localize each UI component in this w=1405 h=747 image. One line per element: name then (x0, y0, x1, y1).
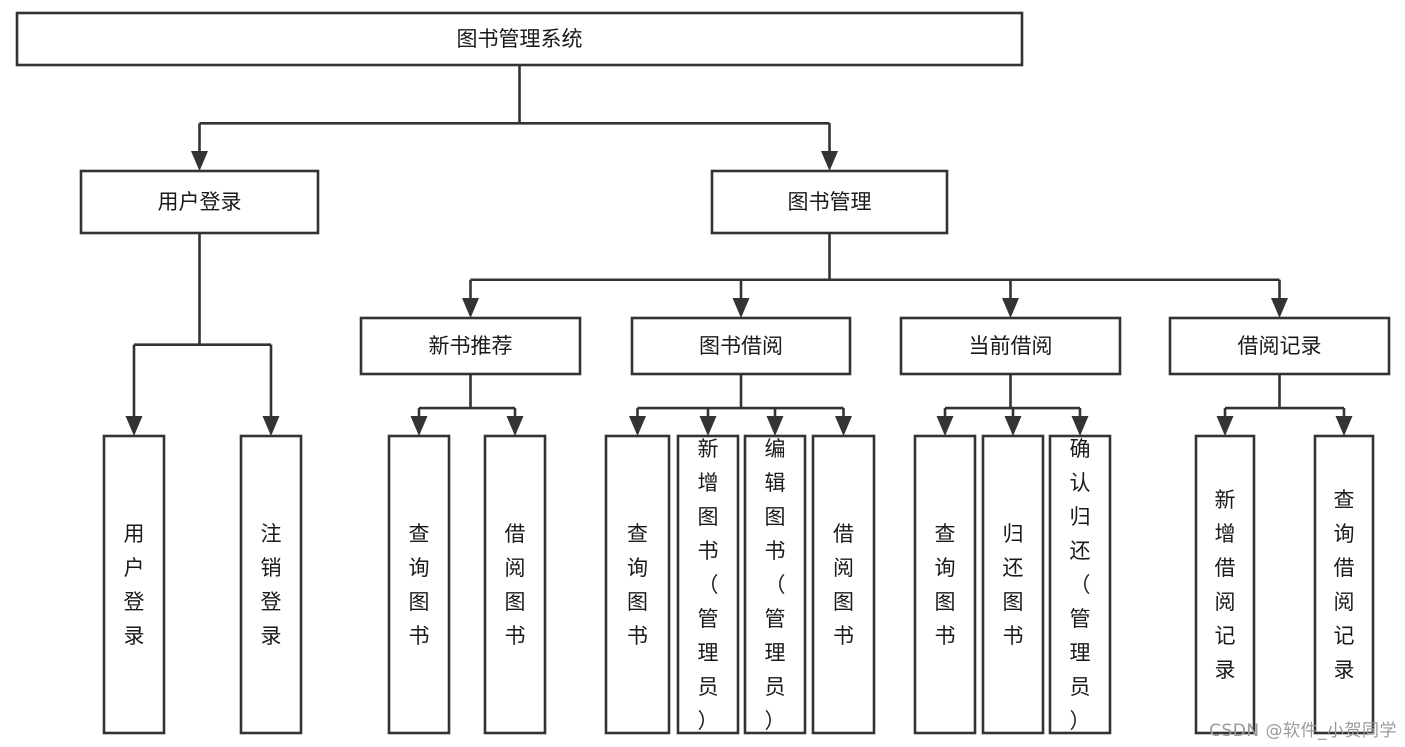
node-leaf-borrow-query-book[interactable]: 查询图书 (604, 434, 671, 735)
node-label-current-borrow: 当前借阅 (969, 334, 1053, 358)
node-book-borrow[interactable]: 图书借阅 (630, 316, 852, 376)
node-label-leaf-borrow-query-book: 查询图书 (627, 522, 648, 648)
node-label-borrow-record: 借阅记录 (1238, 334, 1322, 358)
node-user-login[interactable]: 用户登录 (79, 169, 320, 235)
node-leaf-borrow-edit-book[interactable]: 编辑图书（管理员） (743, 434, 807, 735)
node-label-leaf-borrow-borrow-book: 借阅图书 (833, 522, 854, 648)
node-box-user-login (79, 169, 320, 235)
node-label-leaf-borrow-add-book: 新增图书（管理员） (698, 437, 719, 733)
node-new-book-rec[interactable]: 新书推荐 (359, 316, 582, 376)
node-box-leaf-rec-query-record (1313, 434, 1375, 735)
node-label-leaf-cur-return-book: 归还图书 (1003, 522, 1024, 648)
node-leaf-rec-borrow-book[interactable]: 借阅图书 (483, 434, 547, 735)
node-leaf-borrow-borrow-book[interactable]: 借阅图书 (811, 434, 876, 735)
node-label-leaf-cur-confirm-return: 确认归还（管理员） (1070, 437, 1091, 733)
node-label-leaf-rec-add-record: 新增借阅记录 (1215, 488, 1236, 682)
node-label-root: 图书管理系统 (457, 27, 583, 51)
node-label-book-admin: 图书管理 (788, 190, 872, 214)
node-book-admin[interactable]: 图书管理 (710, 169, 949, 235)
node-box-leaf-borrow-borrow-book (811, 434, 876, 735)
node-box-leaf-borrow-add-book (676, 434, 740, 735)
node-label-leaf-borrow-edit-book: 编辑图书（管理员） (765, 437, 786, 733)
node-box-new-book-rec (359, 316, 582, 376)
node-leaf-rec-query-book[interactable]: 查询图书 (387, 434, 451, 735)
connector-group-book-borrow (629, 374, 852, 436)
node-box-leaf-borrow-edit-book (743, 434, 807, 735)
connector-group-new-book-rec (410, 374, 524, 436)
node-box-leaf-user-logout (239, 434, 303, 735)
node-box-book-borrow (630, 316, 852, 376)
csdn-watermark: CSDN @软件_小贺同学 (1209, 721, 1397, 741)
connector-group-root (191, 65, 838, 171)
node-box-book-admin (710, 169, 949, 235)
node-leaf-borrow-add-book[interactable]: 新增图书（管理员） (676, 434, 740, 735)
node-label-user-login: 用户登录 (158, 190, 242, 214)
node-label-book-borrow: 图书借阅 (699, 334, 783, 358)
connector-group-user-login (125, 233, 280, 436)
connector-layer (125, 65, 1353, 436)
node-box-root (15, 11, 1024, 67)
node-label-leaf-rec-borrow-book: 借阅图书 (505, 522, 526, 648)
node-box-leaf-cur-return-book (981, 434, 1045, 735)
node-box-current-borrow (899, 316, 1122, 376)
node-box-leaf-rec-query-book (387, 434, 451, 735)
node-box-leaf-cur-confirm-return (1048, 434, 1112, 735)
node-leaf-cur-query-book[interactable]: 查询图书 (913, 434, 977, 735)
node-box-borrow-record (1168, 316, 1391, 376)
node-box-leaf-cur-query-book (913, 434, 977, 735)
node-label-new-book-rec: 新书推荐 (429, 334, 513, 358)
node-leaf-user-logout[interactable]: 注销登录 (239, 434, 303, 735)
node-current-borrow[interactable]: 当前借阅 (899, 316, 1122, 376)
connector-group-book-admin (462, 233, 1288, 318)
node-label-leaf-user-logout: 注销登录 (261, 522, 282, 648)
node-label-leaf-rec-query-book: 查询图书 (409, 522, 430, 648)
node-leaf-rec-add-record[interactable]: 新增借阅记录 (1194, 434, 1256, 735)
node-borrow-record[interactable]: 借阅记录 (1168, 316, 1391, 376)
node-label-leaf-user-login: 用户登录 (124, 522, 145, 648)
node-leaf-rec-query-record[interactable]: 查询借阅记录 (1313, 434, 1375, 735)
node-box-leaf-rec-borrow-book (483, 434, 547, 735)
node-box-leaf-rec-add-record (1194, 434, 1256, 735)
node-layer: 图书管理系统用户登录图书管理新书推荐图书借阅当前借阅借阅记录用户登录注销登录查询… (15, 11, 1391, 735)
node-label-leaf-cur-query-book: 查询图书 (935, 522, 956, 648)
node-box-leaf-borrow-query-book (604, 434, 671, 735)
node-box-leaf-user-login (102, 434, 166, 735)
node-leaf-user-login[interactable]: 用户登录 (102, 434, 166, 735)
node-leaf-cur-return-book[interactable]: 归还图书 (981, 434, 1045, 735)
node-label-leaf-rec-query-record: 查询借阅记录 (1334, 488, 1355, 682)
connector-group-borrow-record (1216, 374, 1353, 436)
connector-group-current-borrow (936, 374, 1089, 436)
node-root[interactable]: 图书管理系统 (15, 11, 1024, 67)
node-leaf-cur-confirm-return[interactable]: 确认归还（管理员） (1048, 434, 1112, 735)
